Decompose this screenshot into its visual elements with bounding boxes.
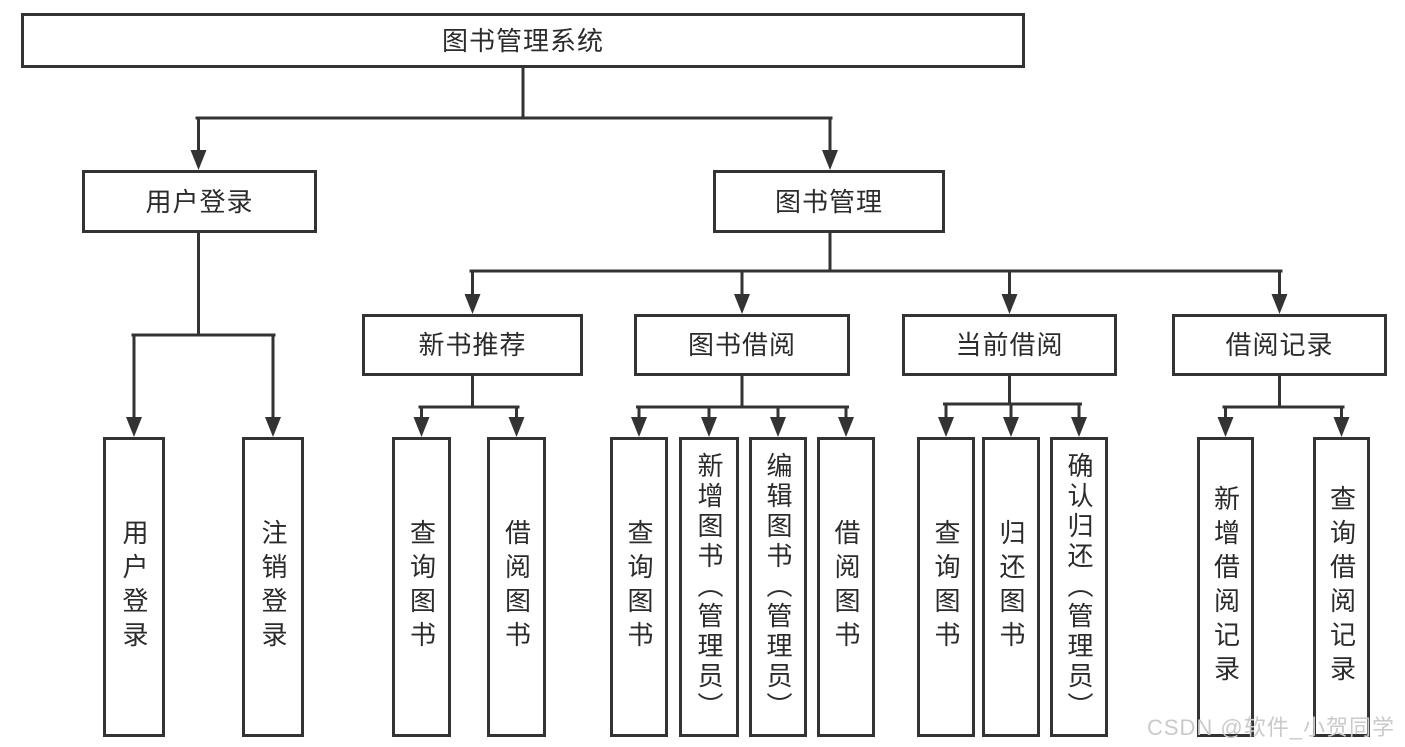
node-leaf-return-books: 归还图书 — [982, 437, 1040, 737]
node-label: 用户登录 — [119, 519, 149, 655]
node-label: 新增图书（管理员） — [694, 452, 724, 722]
node-new-book-recommend: 新书推荐 — [362, 314, 583, 376]
node-label: 图书管理系统 — [441, 25, 604, 56]
node-borrow-records: 借阅记录 — [1172, 314, 1387, 376]
node-leaf-logout: 注销登录 — [242, 437, 304, 737]
node-book-borrow: 图书借阅 — [634, 314, 850, 376]
node-user-login: 用户登录 — [82, 170, 317, 233]
node-leaf-borrow-books-1: 借阅图书 — [487, 437, 546, 737]
node-label: 用户登录 — [145, 186, 254, 217]
arrowhead — [190, 150, 207, 170]
connector-mgmt-children — [464, 229, 1288, 314]
node-leaf-query-books-3: 查询图书 — [917, 437, 975, 737]
arrowhead — [822, 150, 838, 170]
connector-records-children — [1217, 372, 1350, 437]
connector-root-to-level2 — [190, 64, 838, 170]
node-label: 当前借阅 — [955, 330, 1064, 360]
node-leaf-query-borrow-record: 查询借阅记录 — [1313, 437, 1370, 737]
node-label: 编辑图书（管理员） — [763, 452, 793, 722]
node-leaf-user-login: 用户登录 — [103, 437, 165, 737]
arrowhead — [508, 417, 525, 437]
node-leaf-edit-books-admin: 编辑图书（管理员） — [749, 437, 807, 737]
arrowhead — [126, 417, 142, 437]
connector-bookborrow-children — [631, 372, 854, 437]
connector-currentborrow-children — [938, 372, 1087, 437]
arrowhead — [1271, 294, 1288, 314]
arrowhead — [413, 417, 430, 437]
watermark: CSDN @软件_小贺同学 — [1146, 715, 1395, 740]
node-label: 归还图书 — [996, 519, 1026, 655]
node-library-system: 图书管理系统 — [21, 13, 1025, 68]
node-current-borrow: 当前借阅 — [902, 314, 1117, 376]
node-leaf-borrow-books-2: 借阅图书 — [817, 437, 875, 737]
node-book-management: 图书管理 — [713, 170, 945, 233]
arrowhead — [1333, 417, 1350, 437]
node-label: 借阅记录 — [1225, 330, 1334, 360]
node-label: 查询借阅记录 — [1326, 485, 1357, 689]
arrowhead — [770, 417, 786, 437]
node-label: 图书管理 — [774, 186, 883, 217]
arrowhead — [938, 417, 954, 437]
node-leaf-query-books-2: 查询图书 — [610, 437, 668, 737]
node-leaf-query-books-1: 查询图书 — [392, 437, 451, 737]
connector-login-children — [126, 229, 281, 437]
node-label: 图书借阅 — [687, 330, 796, 360]
arrowhead — [701, 417, 717, 437]
node-label: 新书推荐 — [418, 330, 527, 360]
node-leaf-add-books-admin: 新增图书（管理员） — [679, 437, 739, 737]
node-label: 新增借阅记录 — [1210, 485, 1241, 689]
arrowhead — [631, 417, 647, 437]
arrowhead — [1071, 417, 1087, 437]
node-label: 借阅图书 — [831, 519, 861, 655]
node-label: 借阅图书 — [501, 519, 532, 655]
node-label: 查询图书 — [624, 519, 654, 655]
arrowhead — [464, 294, 481, 314]
arrowhead — [1217, 417, 1234, 437]
arrowhead — [838, 417, 854, 437]
node-label: 注销登录 — [258, 519, 288, 655]
arrowhead — [1001, 294, 1018, 314]
node-label: 查询图书 — [406, 519, 437, 655]
connector-newbooks-children — [413, 372, 525, 437]
arrowhead — [1003, 417, 1019, 437]
node-leaf-confirm-return-admin: 确认归还（管理员） — [1050, 437, 1108, 737]
node-label: 查询图书 — [931, 519, 961, 655]
arrowhead — [734, 294, 750, 314]
node-label: 确认归还（管理员） — [1064, 452, 1094, 722]
arrowhead — [265, 417, 281, 437]
node-leaf-add-borrow-record: 新增借阅记录 — [1197, 437, 1254, 737]
